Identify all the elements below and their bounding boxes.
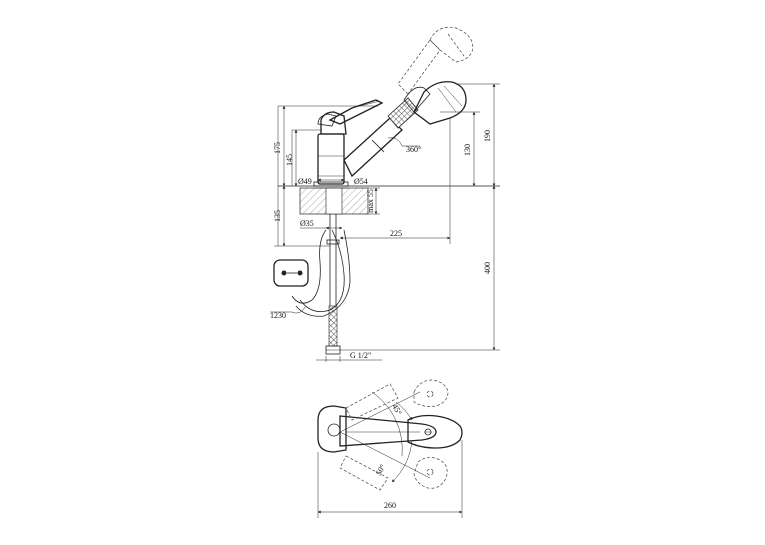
side-view: 175 145 190 130 135 400 225 360° Ø49 Ø54… <box>270 26 500 362</box>
spout <box>343 86 431 178</box>
dia-54-label: Ø54 <box>354 177 368 186</box>
top-dimension-labels: 45° 50° 260 <box>374 403 404 511</box>
dim-400-label: 400 <box>483 262 492 274</box>
supply-hoses <box>273 214 351 355</box>
spray-head-extended <box>397 26 473 95</box>
side-dimensions <box>270 83 500 362</box>
angle-50-label: 50° <box>374 463 387 477</box>
width-260-label: 260 <box>384 501 396 510</box>
top-spray-head-right <box>339 455 448 491</box>
dim-135-label: 135 <box>273 210 282 222</box>
dim-225-label: 225 <box>390 229 402 238</box>
angle-45-label: 45° <box>390 403 403 417</box>
countertop-section <box>299 187 369 215</box>
top-spray-head <box>407 414 463 449</box>
spray-head <box>413 81 467 125</box>
side-dimension-labels: 175 145 190 130 135 400 225 360° Ø49 Ø54… <box>270 130 492 360</box>
dia-49-label: Ø49 <box>298 177 312 186</box>
dim-130-label: 130 <box>463 144 472 156</box>
lever-handle <box>317 99 384 127</box>
max-55-label: max 55 <box>366 189 375 213</box>
thread-size-label: G 1/2" <box>350 351 371 360</box>
hose-length-label: 1230 <box>270 311 286 320</box>
top-spray-head-left <box>345 379 449 421</box>
dim-145-label: 145 <box>285 154 294 166</box>
swivel-angle-label: 360° <box>406 145 421 154</box>
dim-175-label: 175 <box>273 142 282 154</box>
top-view: 45° 50° 260 <box>317 379 463 518</box>
dim-190-label: 190 <box>483 130 492 142</box>
dia-35-label: Ø35 <box>300 219 314 228</box>
top-lever <box>317 405 437 453</box>
